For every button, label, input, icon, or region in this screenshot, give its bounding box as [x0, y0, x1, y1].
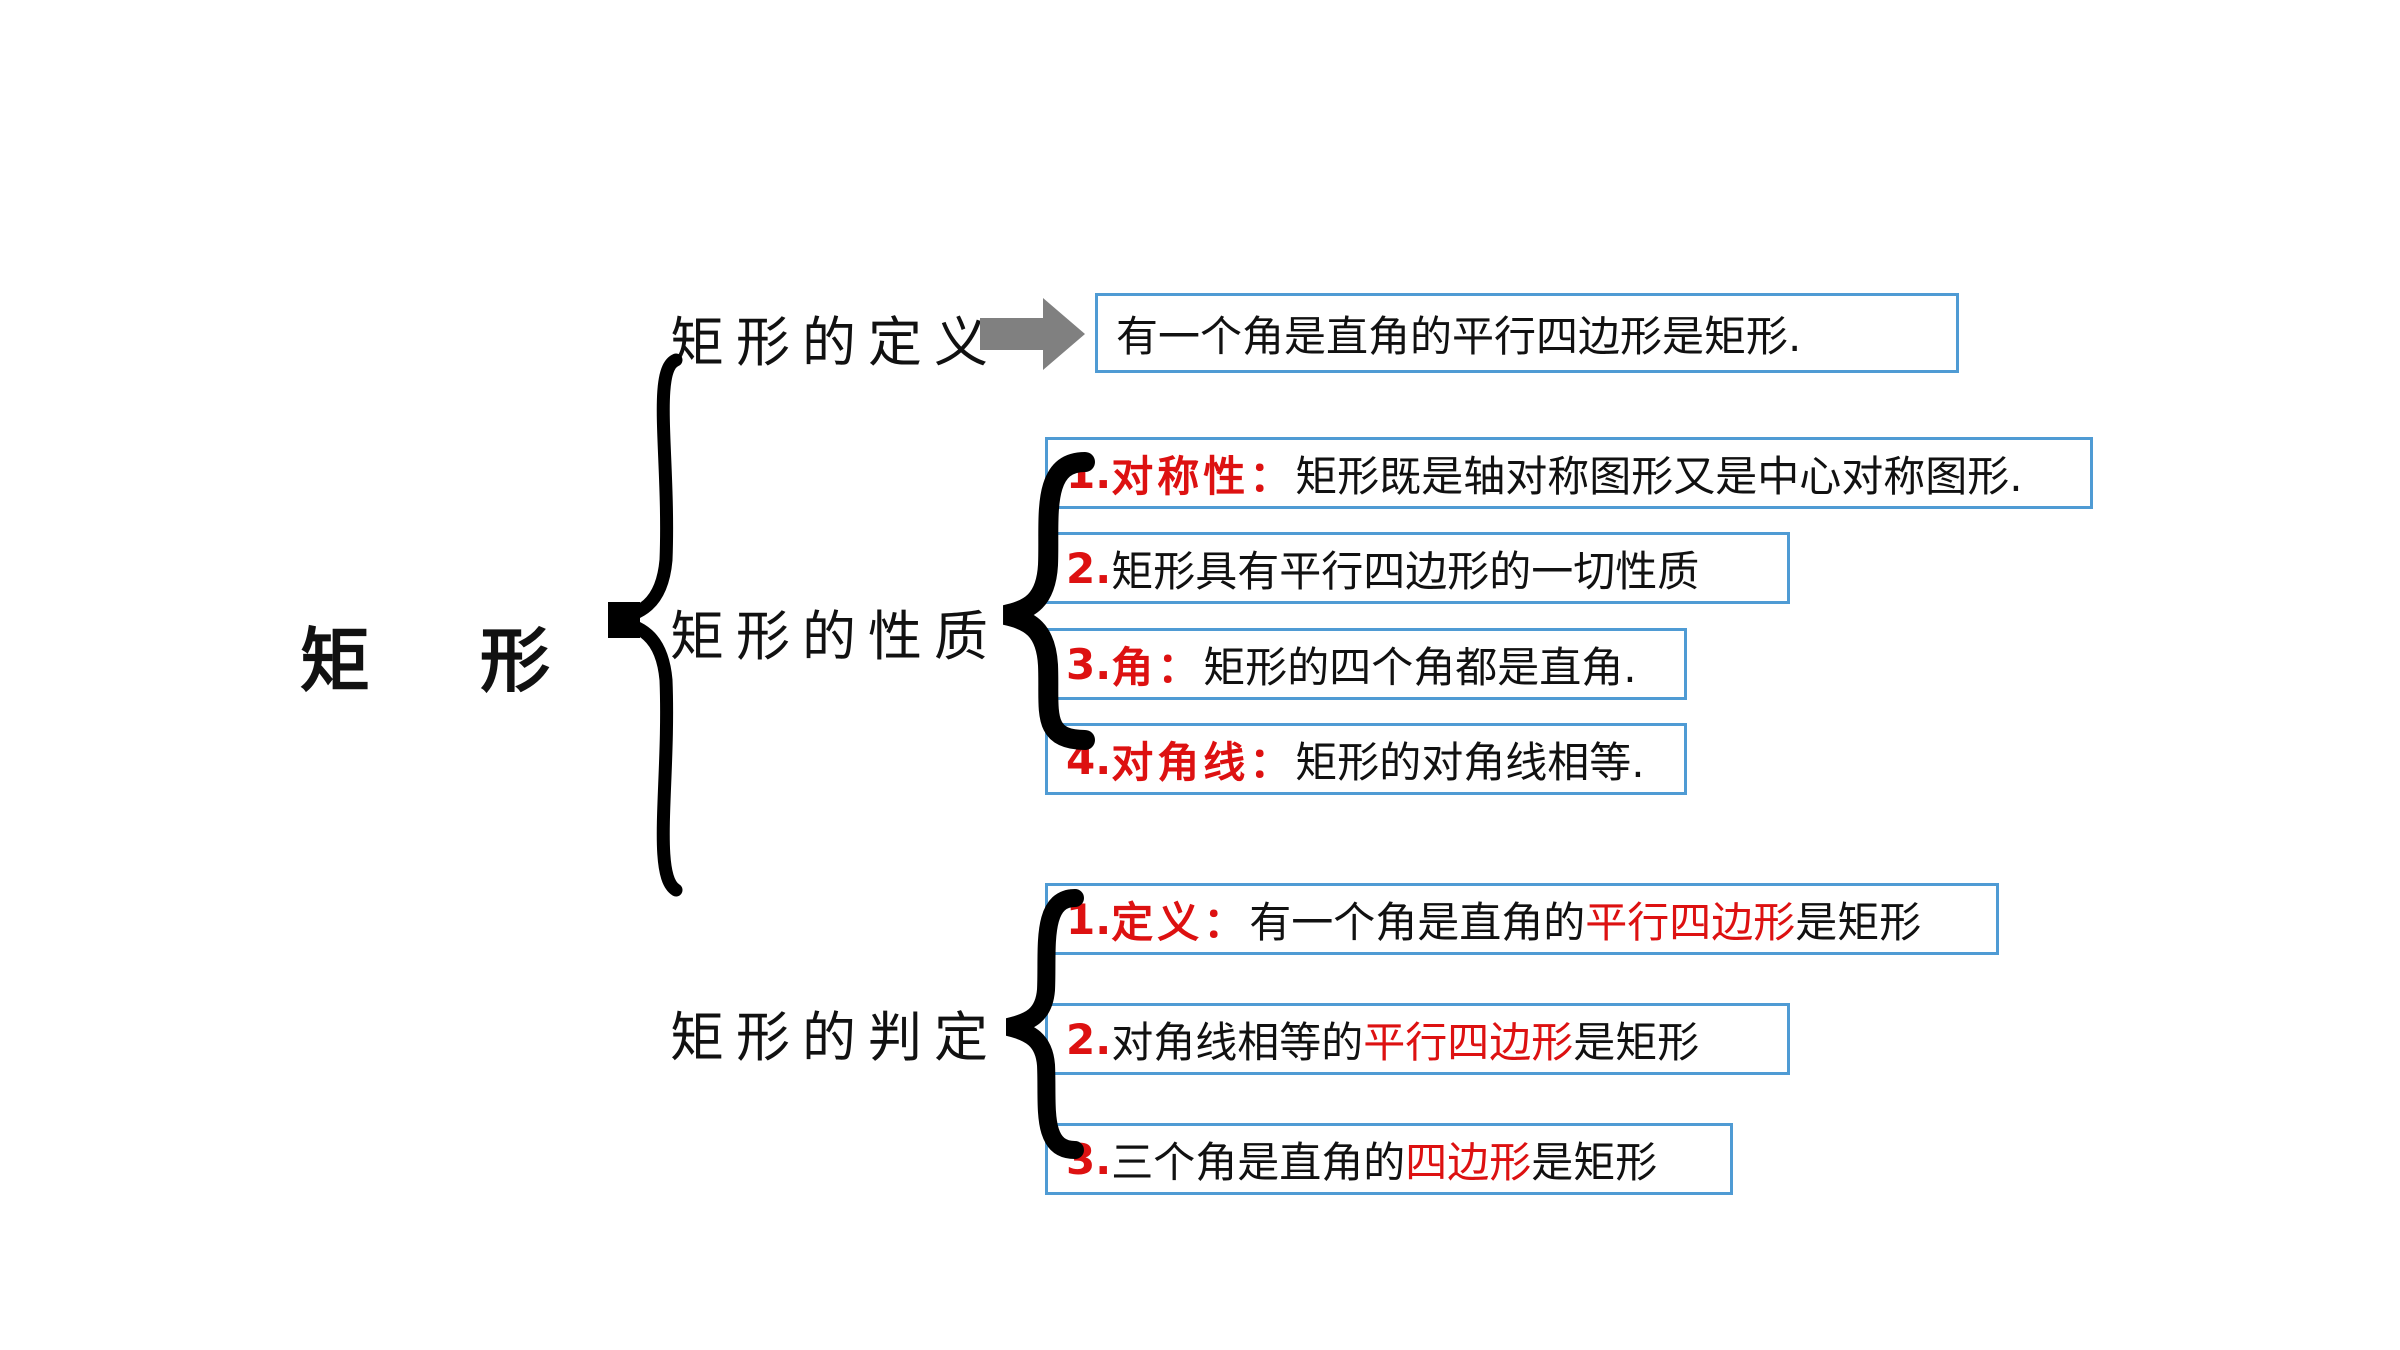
criteria-text: 是矩形 [1573, 1017, 1700, 1067]
definition-box: 有一个角是直角的平行四边形是矩形. [1095, 293, 1959, 373]
criteria-highlight: 平行四边形 [1585, 897, 1796, 947]
property-text: 矩形的对角线相等. [1295, 737, 1645, 787]
arrow-right-icon [980, 298, 1085, 370]
criteria-text: 是矩形 [1795, 897, 1922, 947]
topic-title: 矩 形 [300, 605, 560, 706]
property-text: 矩形的四个角都是直角. [1203, 642, 1637, 692]
property-item: 1. 对称性： 矩形既是轴对称图形又是中心对称图形. [1045, 437, 2093, 509]
properties-label: 矩形的性质 [670, 605, 1000, 668]
main-brace-knob [608, 602, 640, 638]
property-num: 2. [1066, 543, 1112, 593]
criteria-text: 有一个角是直角的 [1249, 897, 1586, 947]
criteria-item: 1. 定义： 有一个角是直角的 平行四边形 是矩形 [1045, 883, 1999, 955]
criteria-brace [1005, 889, 1084, 1159]
properties-brace [1002, 452, 1095, 750]
topic-char-1: 矩 [300, 619, 380, 702]
criteria-label: 矩形的判定 [670, 1006, 1000, 1069]
property-key: 对角线： [1111, 737, 1296, 787]
criteria-num: 2. [1066, 1014, 1112, 1064]
definition-label: 矩形的定义 [670, 311, 1000, 374]
property-key: 角： [1111, 642, 1204, 692]
property-item: 3. 角： 矩形的四个角都是直角. [1045, 628, 1687, 700]
definition-text: 有一个角是直角的平行四边形是矩形. [1116, 311, 1802, 361]
criteria-item: 3. 三个角是直角的 四边形 是矩形 [1045, 1123, 1733, 1195]
criteria-key: 定义： [1111, 897, 1250, 947]
criteria-item: 2. 对角线相等的 平行四边形 是矩形 [1045, 1003, 1790, 1075]
topic-char-2: 形 [480, 619, 560, 702]
property-item: 4. 对角线： 矩形的对角线相等. [1045, 723, 1687, 795]
criteria-highlight: 四边形 [1405, 1137, 1532, 1187]
criteria-text: 三个角是直角的 [1111, 1137, 1406, 1187]
property-num: 3. [1066, 639, 1112, 689]
criteria-text: 是矩形 [1531, 1137, 1658, 1187]
property-item: 2. 矩形具有平行四边形的一切性质 [1045, 532, 1790, 604]
property-text: 矩形具有平行四边形的一切性质 [1111, 546, 1700, 596]
criteria-text: 对角线相等的 [1111, 1017, 1364, 1067]
property-key: 对称性： [1111, 451, 1296, 501]
property-text: 矩形既是轴对称图形又是中心对称图形. [1295, 451, 2023, 501]
criteria-highlight: 平行四边形 [1363, 1017, 1574, 1067]
